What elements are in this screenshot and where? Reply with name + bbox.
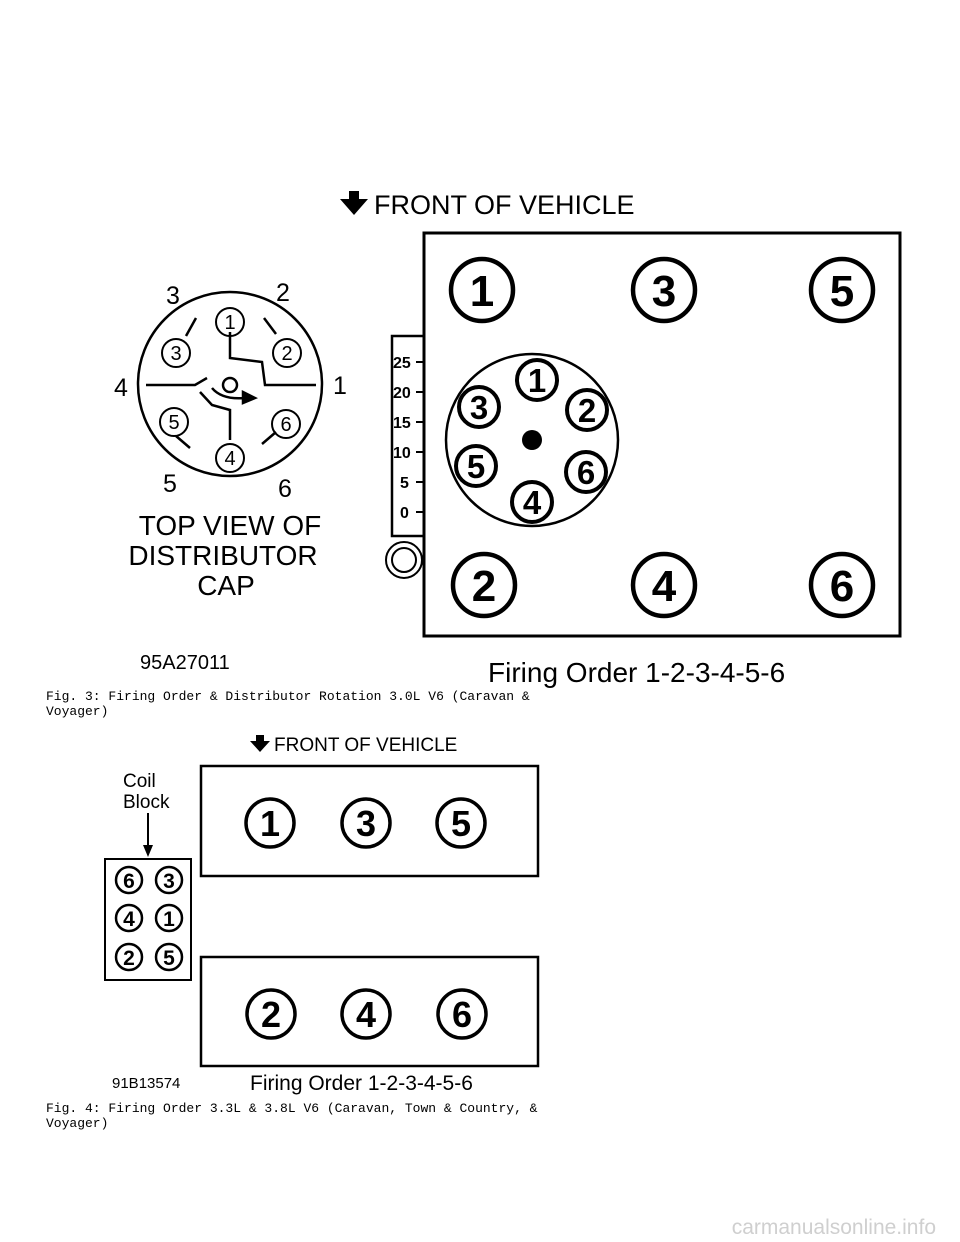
distributor-cap	[136, 290, 324, 478]
figure-3: FRONT OF VEHICLE 1 2 3 4 5	[46, 190, 902, 719]
figure-caption-line-2: Voyager)	[46, 704, 108, 719]
cap-outer-label-1: 1	[333, 372, 347, 400]
cap-title-line-2: DISTRIBUTOR	[128, 540, 317, 571]
cap-outer-label-5: 5	[163, 470, 177, 498]
cap-terminal-6: 6	[280, 414, 291, 436]
distributor-terminal-5: 5	[467, 448, 485, 485]
timing-mark-10: 10	[393, 445, 411, 462]
figure-4: FRONT OF VEHICLE Coil Block 6 3 4 1	[46, 735, 540, 1131]
cap-outer-label-4: 4	[114, 374, 128, 402]
cap-terminal-3: 3	[170, 343, 181, 365]
distributor-terminal-3: 3	[470, 389, 488, 426]
figure-caption-line-1: Fig. 3: Firing Order & Distributor Rotat…	[46, 689, 530, 704]
front-of-vehicle-label: FRONT OF VEHICLE	[374, 190, 635, 220]
engine-cylinder-5: 5	[830, 267, 854, 316]
cap-terminal-2: 2	[281, 343, 292, 365]
engine-cylinders: 1 3 5 2 4 6	[448, 256, 876, 619]
timing-mark-5: 5	[400, 475, 409, 492]
rear-cylinder-bank	[199, 955, 540, 1068]
timing-mark-25: 25	[393, 355, 411, 372]
cap-terminal-4: 4	[224, 448, 235, 470]
distributor-terminal-1: 1	[528, 362, 546, 399]
coil-pointer-arrow-icon	[143, 813, 153, 857]
coil-terminal-6: 6	[123, 870, 135, 893]
cap-outer-labels: 1 2 3 4 5 6	[114, 279, 347, 503]
bank-cylinder-5: 5	[451, 803, 471, 844]
cap-title-line-3: CAP	[197, 570, 255, 601]
engine-cylinder-4: 4	[652, 562, 677, 611]
crank-pulley-icon	[385, 541, 423, 579]
coil-terminal-4: 4	[123, 908, 135, 931]
timing-mark-15: 15	[393, 415, 411, 432]
rotation-arrow-icon	[241, 389, 259, 405]
coil-terminal-2: 2	[123, 947, 135, 970]
engine-outline	[422, 231, 902, 638]
engine-distributor: 1 2 3 4 5 6	[444, 352, 620, 528]
coil-terminals: 6 3 4 1 2 5	[114, 865, 184, 972]
cap-outer-label-6: 6	[278, 475, 292, 503]
cap-outer-label-2: 2	[276, 279, 290, 307]
watermark: carmanualsonline.info	[732, 1216, 936, 1239]
engine-cylinder-2: 2	[472, 562, 496, 611]
engine-cylinder-3: 3	[652, 267, 676, 316]
coil-block	[104, 858, 192, 981]
firing-order-label: Firing Order 1-2-3-4-5-6	[250, 1072, 473, 1095]
coil-label-line-2: Block	[123, 792, 170, 813]
coil-terminal-3: 3	[163, 870, 175, 893]
timing-mark-20: 20	[393, 385, 411, 402]
firing-order-label: Firing Order 1-2-3-4-5-6	[488, 657, 785, 688]
engine-cylinder-6: 6	[830, 562, 854, 611]
bank-cylinder-4: 4	[356, 994, 376, 1035]
front-cylinder-bank	[199, 764, 540, 878]
bank-cylinder-3: 3	[356, 803, 376, 844]
bank-cylinder-6: 6	[452, 994, 472, 1035]
cap-title-line-1: TOP VIEW OF	[139, 510, 322, 541]
coil-label-line-1: Coil	[123, 771, 156, 792]
timing-mark-0: 0	[400, 505, 409, 522]
timing-scale: 25 20 15 10 5 0	[385, 334, 426, 579]
image-code: 95A27011	[140, 652, 230, 674]
cap-outer-label-3: 3	[166, 282, 180, 310]
cap-terminal-5: 5	[168, 412, 179, 434]
front-arrow-icon	[250, 735, 270, 752]
distributor-terminal-4: 4	[523, 484, 542, 521]
figure-caption-line-2: Voyager)	[46, 1116, 108, 1131]
cap-terminal-1: 1	[224, 312, 235, 334]
bank-cylinder-1: 1	[260, 803, 280, 844]
bank-cylinder-2: 2	[261, 994, 281, 1035]
coil-terminal-1: 1	[163, 908, 175, 931]
bank-cylinders: 1 3 5 2 4 6	[244, 797, 488, 1040]
cap-terminals: 1 2 3 4 5 6	[159, 307, 302, 473]
figure-caption-line-1: Fig. 4: Firing Order 3.3L & 3.8L V6 (Car…	[46, 1101, 538, 1116]
engine-cylinder-1: 1	[470, 267, 494, 316]
distributor-terminal-6: 6	[577, 454, 595, 491]
distributor-terminal-2: 2	[578, 392, 596, 429]
front-arrow-icon	[340, 191, 368, 215]
cap-title: TOP VIEW OF DISTRIBUTOR CAP	[128, 510, 321, 601]
front-of-vehicle-label: FRONT OF VEHICLE	[274, 735, 457, 756]
image-code: 91B13574	[112, 1075, 180, 1092]
coil-terminal-5: 5	[163, 947, 175, 970]
